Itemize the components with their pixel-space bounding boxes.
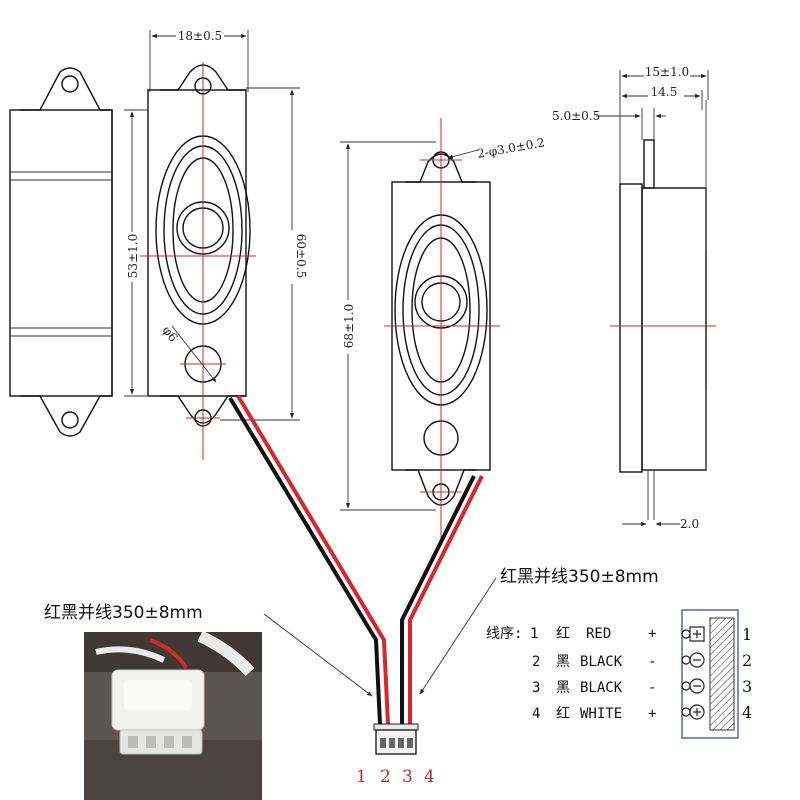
side-profile-view bbox=[610, 100, 716, 520]
dim-side-total: 15±1.0 bbox=[619, 64, 709, 184]
wire-row-2-cn: 黑 bbox=[556, 654, 570, 670]
dim-front-width-text: 18±0.5 bbox=[178, 29, 222, 43]
connector-pin-4: 4 bbox=[424, 767, 435, 787]
dim-front-total-text: 68±1.0 bbox=[342, 304, 356, 348]
wire-row-4-num: 4 bbox=[532, 706, 540, 722]
wire-label-right-group: 红黑并线350±8mm bbox=[419, 567, 659, 695]
wire-right bbox=[400, 475, 484, 724]
wire-row-2-sign: - bbox=[648, 654, 656, 670]
connector-pin-labels: 1 2 3 4 bbox=[356, 767, 435, 787]
connector bbox=[373, 723, 419, 755]
front-view-right bbox=[384, 118, 500, 540]
wire-row-3-en: BLACK bbox=[580, 680, 623, 696]
schematic-pin-4: 4 bbox=[742, 703, 752, 722]
dim-front-height-outer: 60±0.5 bbox=[220, 87, 308, 421]
schematic-pin-1: 1 bbox=[742, 625, 752, 644]
wire-row-1-cn: 红 bbox=[556, 626, 570, 642]
wire-left bbox=[228, 394, 390, 725]
connector-pin-1: 1 bbox=[356, 767, 367, 787]
dim-front-height-inner: 53±1.0 bbox=[124, 109, 148, 397]
wire-order-table: 线序: 1 红 RED + 2 黑 BLACK - 3 黑 BLACK - 4 … bbox=[486, 626, 656, 722]
dim-front-height-outer-text: 60±0.5 bbox=[294, 234, 308, 278]
wire-row-4-sign: + bbox=[648, 706, 656, 722]
dim-front-total: 68±1.0 bbox=[340, 141, 436, 511]
wire-row-4-cn: 红 bbox=[556, 706, 570, 722]
left-side-view bbox=[9, 67, 113, 437]
wire-row-3-cn: 黑 bbox=[556, 680, 570, 696]
dim-side-offset: 5.0±0.5 bbox=[552, 108, 666, 140]
dim-side-body-text: 14.5 bbox=[651, 85, 678, 99]
schematic-pin-2: 2 bbox=[742, 651, 752, 670]
wire-row-1-en: RED bbox=[586, 626, 611, 642]
dim-mount-holes: 2-φ3.0±0.2 bbox=[447, 135, 546, 161]
wire-row-3-num: 3 bbox=[532, 680, 540, 696]
connector-pin-2: 2 bbox=[380, 767, 391, 787]
wire-row-2-en: BLACK bbox=[580, 654, 623, 670]
dim-front-width: 18±0.5 bbox=[149, 28, 249, 92]
dim-side-tab: 2.0 bbox=[622, 517, 699, 531]
schematic-pin-3: 3 bbox=[742, 677, 752, 696]
wire-row-2-num: 2 bbox=[532, 654, 540, 670]
wire-row-4-en: WHITE bbox=[580, 706, 622, 722]
wire-row-1-num: 1 bbox=[530, 626, 538, 642]
wire-label-left: 红黑并线350±8mm bbox=[44, 603, 203, 623]
dim-front-height-inner-text: 53±1.0 bbox=[126, 234, 140, 278]
connector-schematic: 1 2 3 4 bbox=[681, 609, 752, 739]
dim-side-total-text: 15±1.0 bbox=[645, 65, 689, 79]
dim-mount-holes-text: 2-φ3.0±0.2 bbox=[476, 135, 546, 161]
wire-label-right: 红黑并线350±8mm bbox=[500, 567, 659, 587]
connector-pin-3: 3 bbox=[402, 767, 413, 787]
connector-photo bbox=[84, 630, 262, 800]
front-view-left bbox=[140, 62, 256, 460]
dim-center-hole-text: φ6 bbox=[160, 323, 181, 344]
dim-side-offset-text: 5.0±0.5 bbox=[552, 109, 600, 123]
dim-side-tab-text: 2.0 bbox=[680, 517, 699, 531]
wire-label-left-group: 红黑并线350±8mm bbox=[44, 603, 373, 697]
wire-row-1-sign: + bbox=[648, 626, 656, 642]
wire-row-3-sign: - bbox=[648, 680, 656, 696]
dim-side-body: 14.5 bbox=[621, 84, 703, 110]
wire-table-title: 线序: bbox=[486, 626, 522, 642]
